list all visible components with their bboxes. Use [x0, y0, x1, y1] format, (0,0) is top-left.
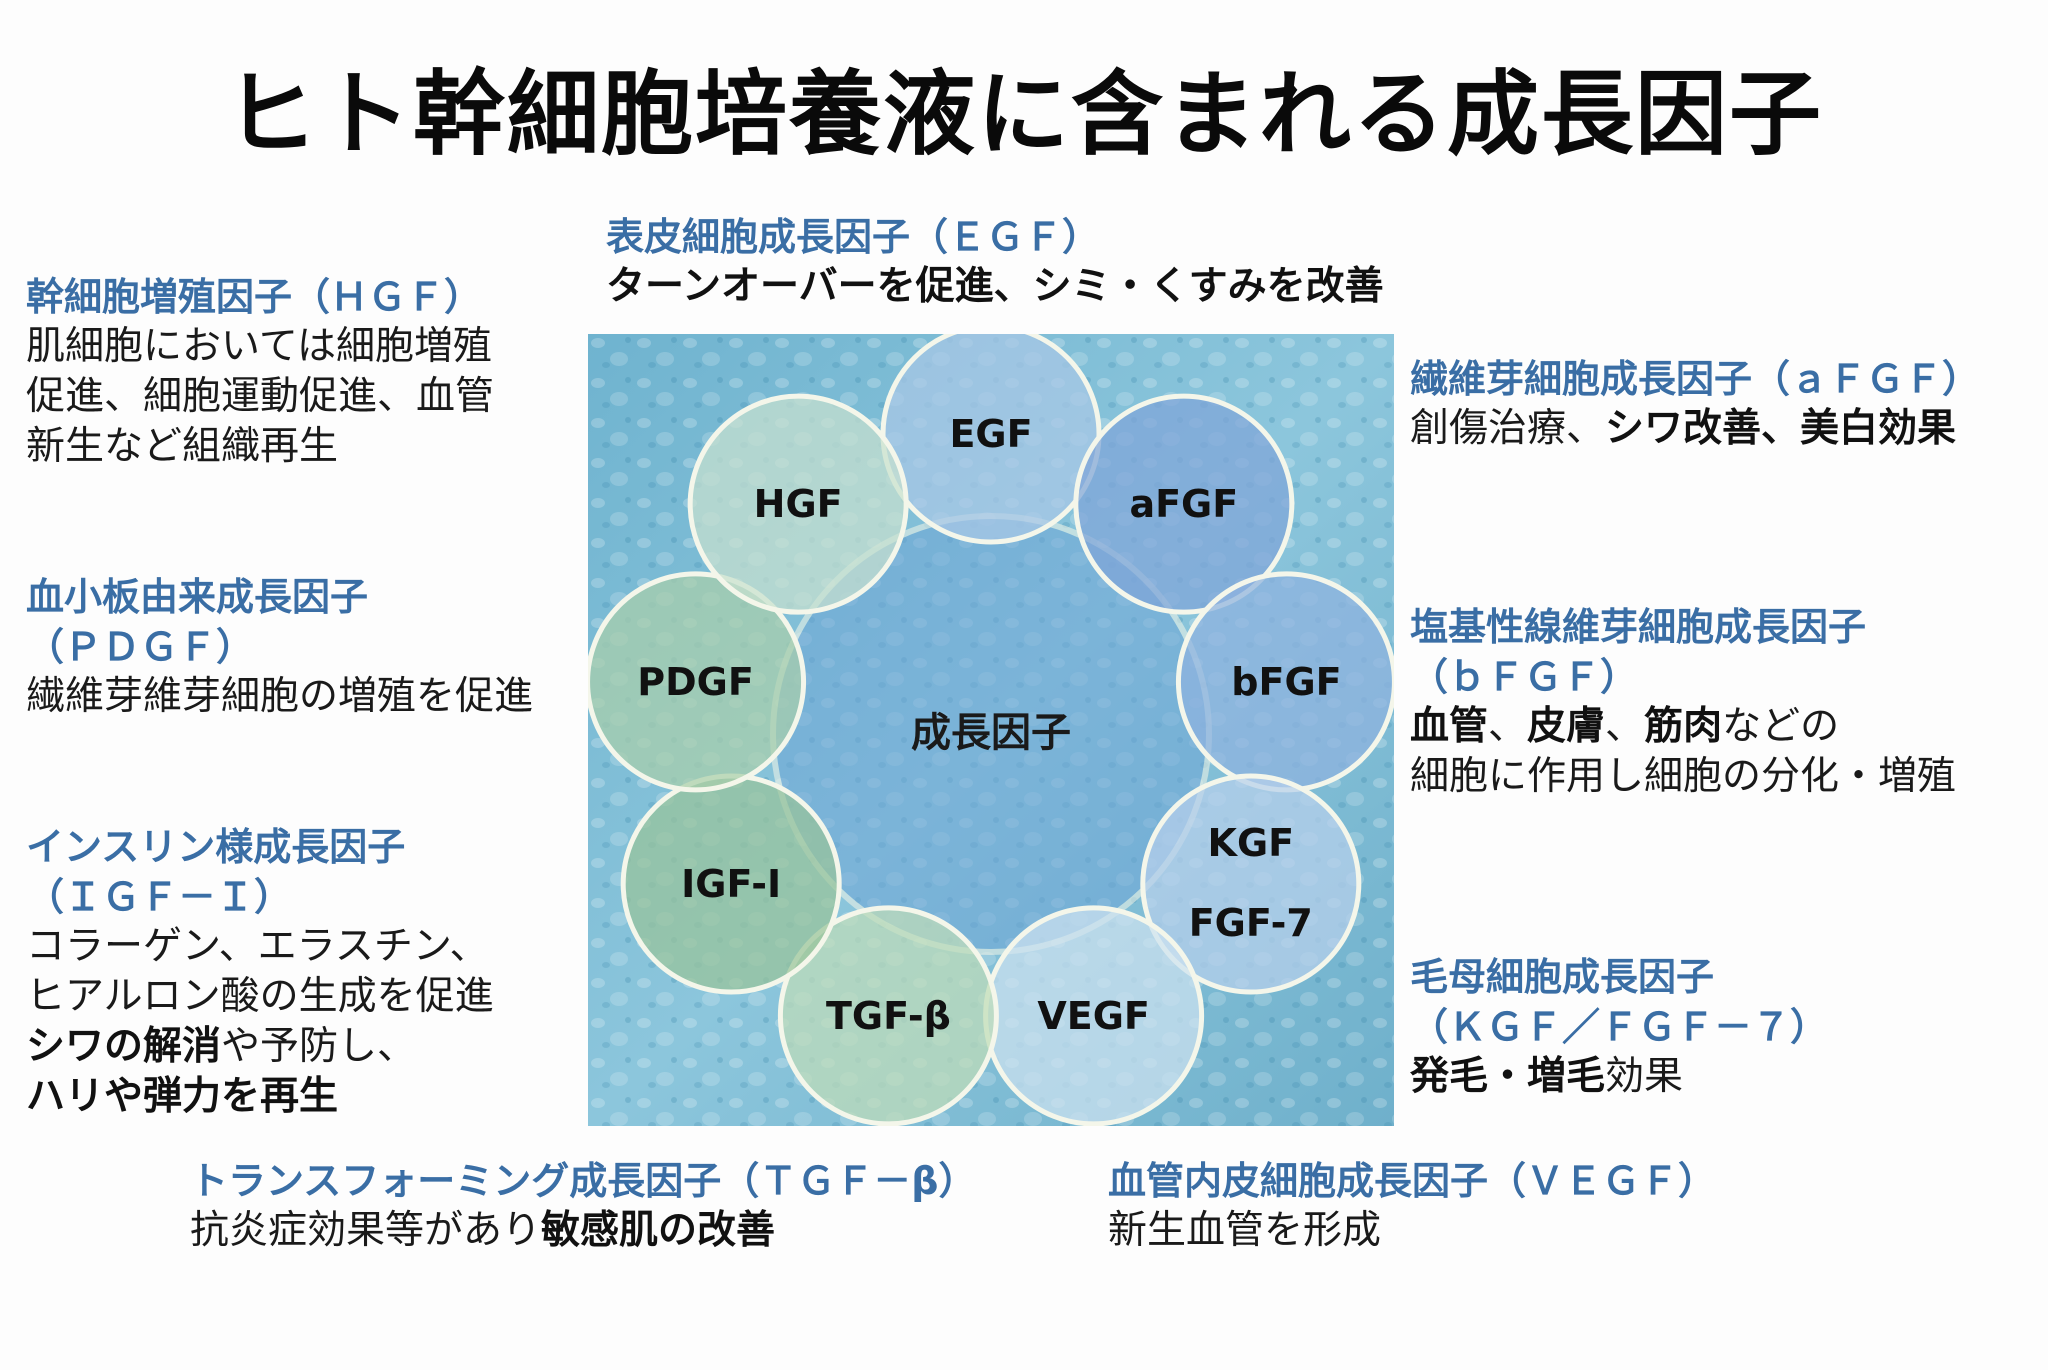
- kgf-line: 発毛・増毛効果: [1410, 1052, 1828, 1102]
- tgf-line: 抗炎症効果等があり敏感肌の改善: [190, 1206, 976, 1256]
- bfgf-heading-1: 塩基性線維芽細胞成長因子: [1410, 605, 1867, 649]
- egf-heading: 表皮細胞成長因子（ＥＧＦ）: [606, 215, 1101, 259]
- igf-line-3-rest: や予防し、: [221, 1024, 417, 1069]
- pdgf-heading-1: 血小板由来成長因子: [26, 575, 369, 619]
- afgf-description: 繊維芽細胞成長因子（ａＦＧＦ） 創傷治療、シワ改善、美白効果: [1410, 354, 1980, 454]
- hgf-description: 幹細胞増殖因子（ＨＧＦ） 肌細胞においては細胞増殖 促進、細胞運動促進、血管 新…: [26, 272, 494, 472]
- bfgf-bold-3: 筋肉: [1644, 704, 1723, 749]
- hgf-line-1: 肌細胞においては細胞増殖: [26, 324, 493, 369]
- igf-line-3: シワの解消や予防し、: [26, 1022, 494, 1072]
- igf-line-3-bold: シワの解消: [26, 1024, 222, 1069]
- kgf-heading-2: （ＫＧＦ／ＦＧＦ－７）: [1410, 1005, 1829, 1049]
- kgf-description: 毛母細胞成長因子 （ＫＧＦ／ＦＧＦ－７） 発毛・増毛効果: [1410, 952, 1828, 1102]
- kgf-line-bold: 発毛・増毛: [1410, 1054, 1606, 1099]
- hgf-line-3: 新生など組織再生: [26, 424, 339, 469]
- factor-circle-hgf: [687, 393, 909, 615]
- factor-circle-kgf: [1140, 773, 1362, 995]
- kgf-heading-1: 毛母細胞成長因子: [1410, 955, 1715, 999]
- afgf-line-bold: シワ改善、美白効果: [1605, 406, 1957, 451]
- factor-label-igfi: IGF-I: [681, 862, 781, 906]
- igf-line-1: コラーゲン、エラスチン、: [26, 924, 489, 969]
- bfgf-sep-3: などの: [1722, 704, 1840, 749]
- hgf-heading: 幹細胞増殖因子（ＨＧＦ）: [26, 275, 483, 319]
- bfgf-line-2: 細胞に作用し細胞の分化・増殖: [1410, 754, 1957, 799]
- bfgf-sep-2: 、: [1605, 704, 1645, 749]
- igf-line-2: ヒアルロン酸の生成を促進: [26, 974, 494, 1019]
- egf-description: 表皮細胞成長因子（ＥＧＦ） ターンオーバーを促進、シミ・くすみを改善: [606, 212, 1384, 312]
- factor-label-kgf: KGF: [1208, 821, 1295, 865]
- factor-circle-afgf: [1073, 393, 1295, 615]
- factor-label-fgf7: FGF-7: [1189, 901, 1313, 945]
- tgf-line-normal: 抗炎症効果等があり: [190, 1208, 542, 1253]
- afgf-line-normal: 創傷治療、: [1410, 406, 1606, 451]
- afgf-line: 創傷治療、シワ改善、美白効果: [1410, 404, 1980, 454]
- igf-heading-2: （ＩＧＦ－Ｉ）: [26, 875, 293, 919]
- factor-label-afgf: aFGF: [1129, 482, 1238, 526]
- afgf-heading: 繊維芽細胞成長因子（ａＦＧＦ）: [1410, 357, 1981, 401]
- bfgf-heading-2: （ｂＦＧＦ）: [1410, 655, 1639, 699]
- bfgf-bold-1: 血管: [1410, 704, 1489, 749]
- page-title: ヒト幹細胞培養液に含まれる成長因子: [224, 60, 1823, 168]
- igf-line-4: ハリや弾力を再生: [26, 1072, 494, 1122]
- pdgf-description: 血小板由来成長因子 （ＰＤＧＦ） 繊維芽維芽細胞の増殖を促進: [26, 572, 533, 722]
- factor-label-pdgf: PDGF: [637, 660, 754, 704]
- bfgf-bold-2: 皮膚: [1527, 704, 1606, 749]
- vegf-description: 血管内皮細胞成長因子（ＶＥＧＦ） 新生血管を形成: [1108, 1156, 1716, 1256]
- factor-label-tgf: TGF-β: [826, 994, 951, 1038]
- vegf-line: 新生血管を形成: [1108, 1208, 1382, 1253]
- pdgf-line: 繊維芽維芽細胞の増殖を促進: [26, 674, 534, 719]
- tgf-line-bold: 敏感肌の改善: [541, 1208, 776, 1253]
- factor-label-egf: EGF: [949, 412, 1032, 456]
- egf-line-bold: ターンオーバーを促進、シミ・くすみを改善: [606, 264, 1384, 309]
- center-label: 成長因子: [911, 710, 1071, 756]
- factor-label-bfgf: bFGF: [1231, 660, 1341, 704]
- hgf-line-2: 促進、細胞運動促進、血管: [26, 374, 495, 419]
- bfgf-sep-1: 、: [1488, 704, 1528, 749]
- igf-heading-1: インスリン様成長因子: [26, 825, 406, 869]
- factor-circle-pdgf: [588, 571, 807, 793]
- igf-description: インスリン様成長因子 （ＩＧＦ－Ｉ） コラーゲン、エラスチン、 ヒアルロン酸の生…: [26, 822, 494, 1122]
- factor-label-hgf: HGF: [754, 482, 843, 526]
- pdgf-heading-2: （ＰＤＧＦ）: [26, 625, 255, 669]
- egf-line: ターンオーバーを促進、シミ・くすみを改善: [606, 262, 1384, 312]
- kgf-line-rest: 効果: [1605, 1054, 1684, 1099]
- vegf-heading: 血管内皮細胞成長因子（ＶＥＧＦ）: [1108, 1159, 1717, 1203]
- igf-line-4-bold: ハリや弾力を再生: [26, 1074, 339, 1119]
- factor-label-vegf: VEGF: [1037, 994, 1150, 1038]
- factor-circle-tgf: [777, 905, 999, 1126]
- bfgf-line-1: 血管、皮膚、筋肉などの: [1410, 702, 1956, 752]
- tgf-heading: トランスフォーミング成長因子（ＴＧＦ－β）: [190, 1159, 977, 1203]
- bfgf-description: 塩基性線維芽細胞成長因子 （ｂＦＧＦ） 血管、皮膚、筋肉などの 細胞に作用し細胞…: [1410, 602, 1956, 802]
- tgf-description: トランスフォーミング成長因子（ＴＧＦ－β） 抗炎症効果等があり敏感肌の改善: [190, 1156, 976, 1256]
